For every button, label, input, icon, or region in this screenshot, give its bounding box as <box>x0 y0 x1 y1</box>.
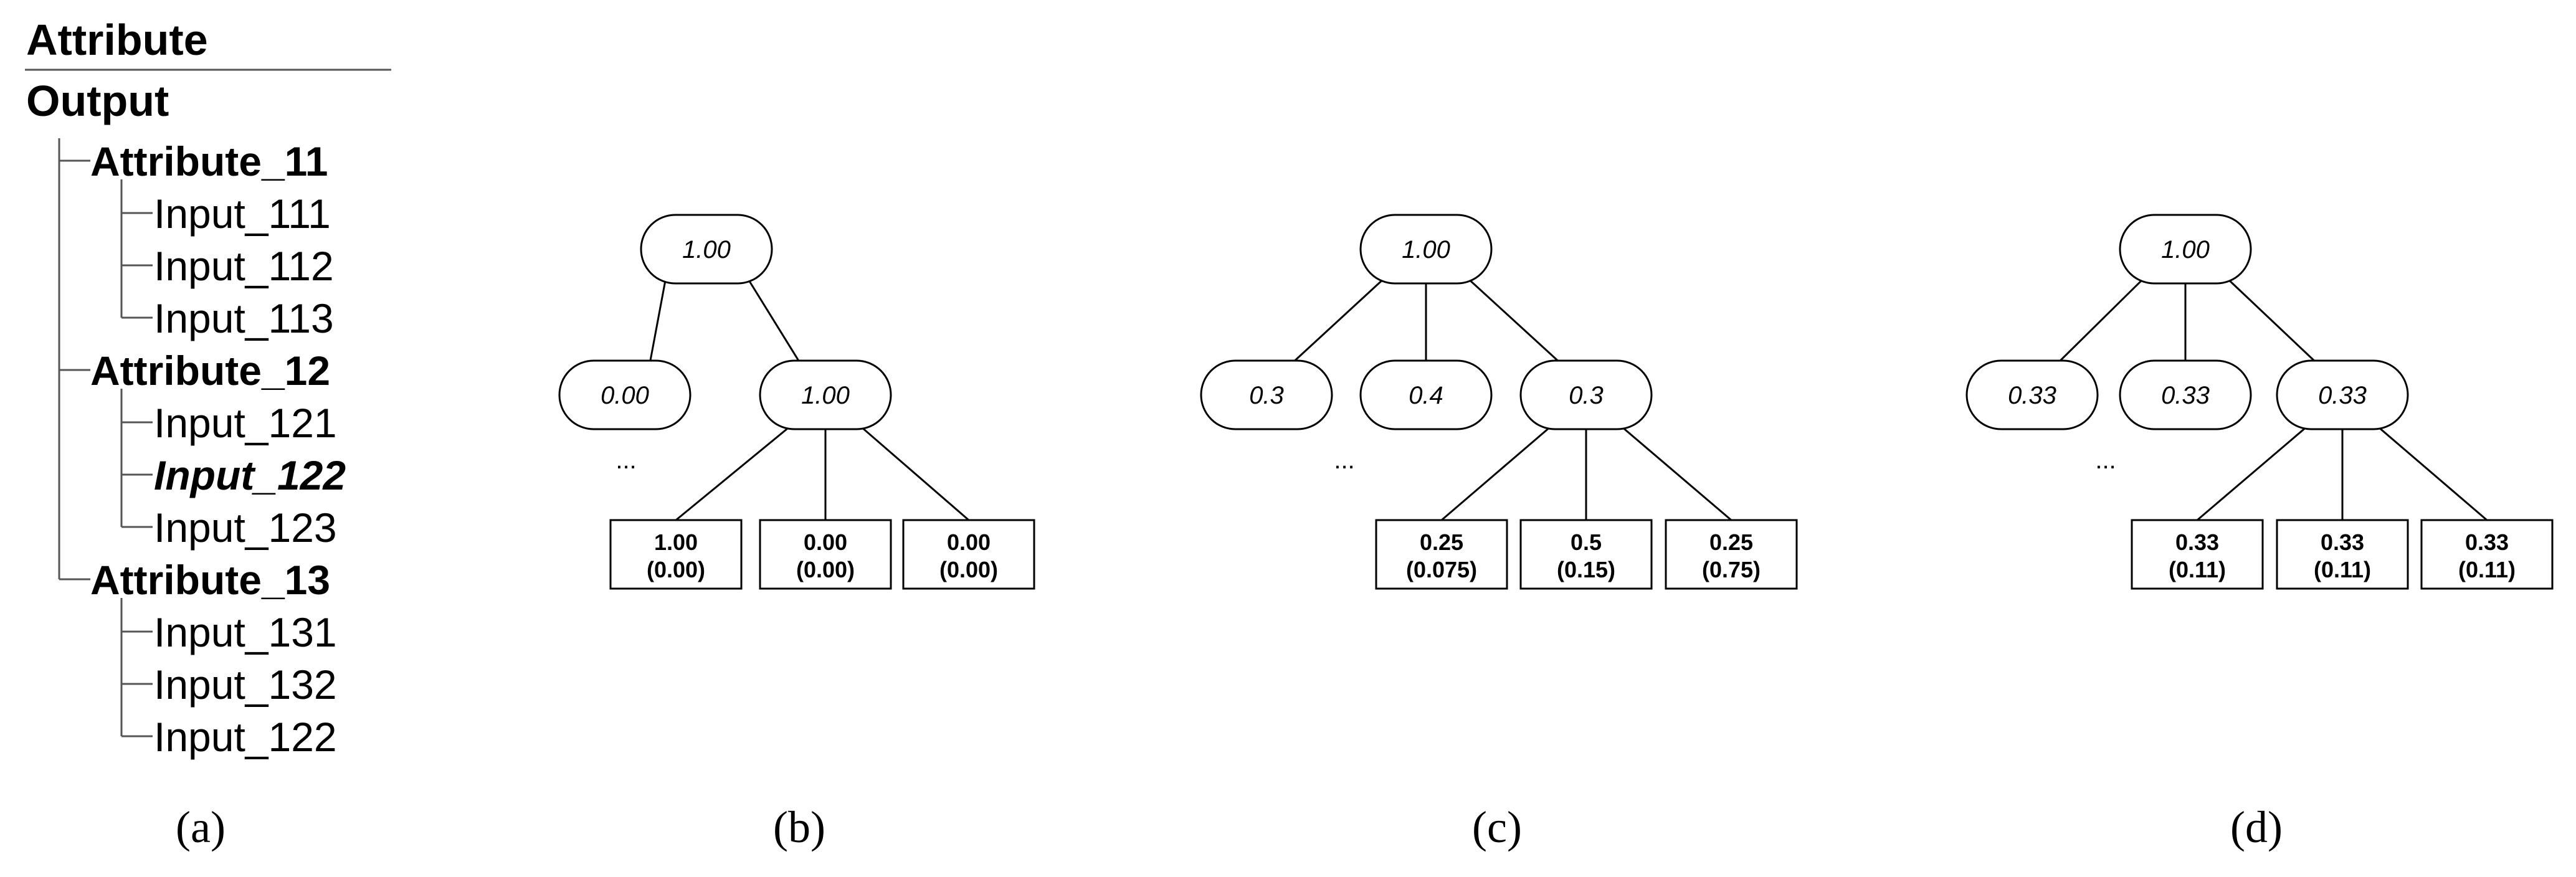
middle-node <box>2119 359 2252 430</box>
root-node-value: 1.00 <box>682 236 731 263</box>
tree-edge <box>649 277 667 364</box>
panel-caption: (a) <box>176 802 226 852</box>
input-label: Input_132 <box>154 661 337 708</box>
middle-node <box>1359 359 1493 430</box>
tree-edge <box>2197 422 2312 521</box>
input-label: Input_123 <box>154 505 337 551</box>
middle-node-value: 0.3 <box>1249 382 1284 409</box>
tree-edge <box>1465 276 1562 365</box>
leaf-subvalue: (0.00) <box>647 557 705 582</box>
root-label: Output <box>26 77 169 125</box>
ellipsis-text: ... <box>615 447 636 474</box>
leaf-value: 0.33 <box>2175 529 2219 555</box>
leaf-value: 0.25 <box>1420 529 1463 555</box>
leaf-subvalue: (0.00) <box>796 557 855 582</box>
middle-node <box>2276 359 2409 430</box>
leaf-value: 1.00 <box>654 529 698 555</box>
middle-node-value: 0.4 <box>1409 382 1443 409</box>
ellipsis-text: ... <box>2095 447 2116 474</box>
leaf-node <box>2276 519 2409 590</box>
root-node <box>640 214 773 285</box>
attribute-label: Attribute_12 <box>90 348 330 394</box>
leaf-node <box>2420 519 2554 590</box>
attribute-hierarchy-panel: AttributeOutputAttribute_11Input_111Inpu… <box>25 16 391 852</box>
middle-node-value: 0.3 <box>1569 382 1604 409</box>
middle-node-value: 0.33 <box>2318 382 2367 409</box>
tree-edge <box>675 422 795 521</box>
input-label: Input_122 <box>154 452 346 498</box>
leaf-value: 0.33 <box>2321 529 2364 555</box>
leaf-value: 0.33 <box>2465 529 2509 555</box>
ellipsis-text: ... <box>1334 447 1354 474</box>
middle-node-value: 0.33 <box>2008 382 2056 409</box>
tree-edge <box>746 277 802 364</box>
tree-edge <box>1617 422 1732 521</box>
middle-node-value: 0.33 <box>2161 382 2210 409</box>
leaf-value: 0.25 <box>1709 529 1753 555</box>
leaf-subvalue: (0.11) <box>2314 557 2371 582</box>
root-node <box>2119 214 2252 285</box>
leaf-subvalue: (0.11) <box>2169 557 2226 582</box>
middle-node-value: 0.00 <box>601 382 649 409</box>
tree-edge <box>2225 276 2319 365</box>
leaf-subvalue: (0.75) <box>1702 557 1761 582</box>
input-label: Input_113 <box>154 295 334 341</box>
input-label: Input_131 <box>154 609 337 655</box>
leaf-subvalue: (0.15) <box>1557 557 1615 582</box>
middle-node <box>558 359 692 430</box>
middle-node <box>1519 359 1653 430</box>
middle-node <box>1200 359 1333 430</box>
input-label: Input_111 <box>154 191 331 237</box>
middle-node <box>1965 359 2099 430</box>
leaf-node <box>609 519 743 590</box>
input-label: Input_121 <box>154 400 337 446</box>
input-label: Input_122 <box>154 714 337 760</box>
leaf-subvalue: (0.11) <box>2458 557 2516 582</box>
panel-caption: (c) <box>1472 802 1522 852</box>
leaf-node <box>759 519 892 590</box>
leaf-value: 0.00 <box>947 529 991 555</box>
tree-edge <box>1441 422 1556 521</box>
attribute-label: Attribute_11 <box>90 138 328 184</box>
leaf-subvalue: (0.00) <box>939 557 998 582</box>
tree-edge <box>2056 276 2146 365</box>
panel-caption: (b) <box>773 802 825 852</box>
leaf-value: 0.00 <box>804 529 847 555</box>
leaf-value: 0.5 <box>1571 529 1602 555</box>
tree-edge <box>2373 422 2488 521</box>
leaf-node <box>1375 519 1508 590</box>
leaf-subvalue: (0.075) <box>1406 557 1477 582</box>
leaf-node <box>1519 519 1653 590</box>
input-label: Input_112 <box>154 243 334 289</box>
leaf-node <box>902 519 1035 590</box>
leaf-node <box>1665 519 1798 590</box>
attribute-label: Attribute_13 <box>90 557 330 603</box>
root-node-value: 1.00 <box>2161 236 2210 263</box>
middle-node-value: 1.00 <box>801 382 850 409</box>
header-label: Attribute <box>26 16 208 64</box>
tree-edge <box>856 422 969 521</box>
panel-caption: (d) <box>2230 802 2283 852</box>
leaf-node <box>2131 519 2264 590</box>
middle-node <box>759 359 892 430</box>
root-node <box>1359 214 1493 285</box>
tree-edge <box>1290 276 1387 365</box>
root-node-value: 1.00 <box>1402 236 1450 263</box>
